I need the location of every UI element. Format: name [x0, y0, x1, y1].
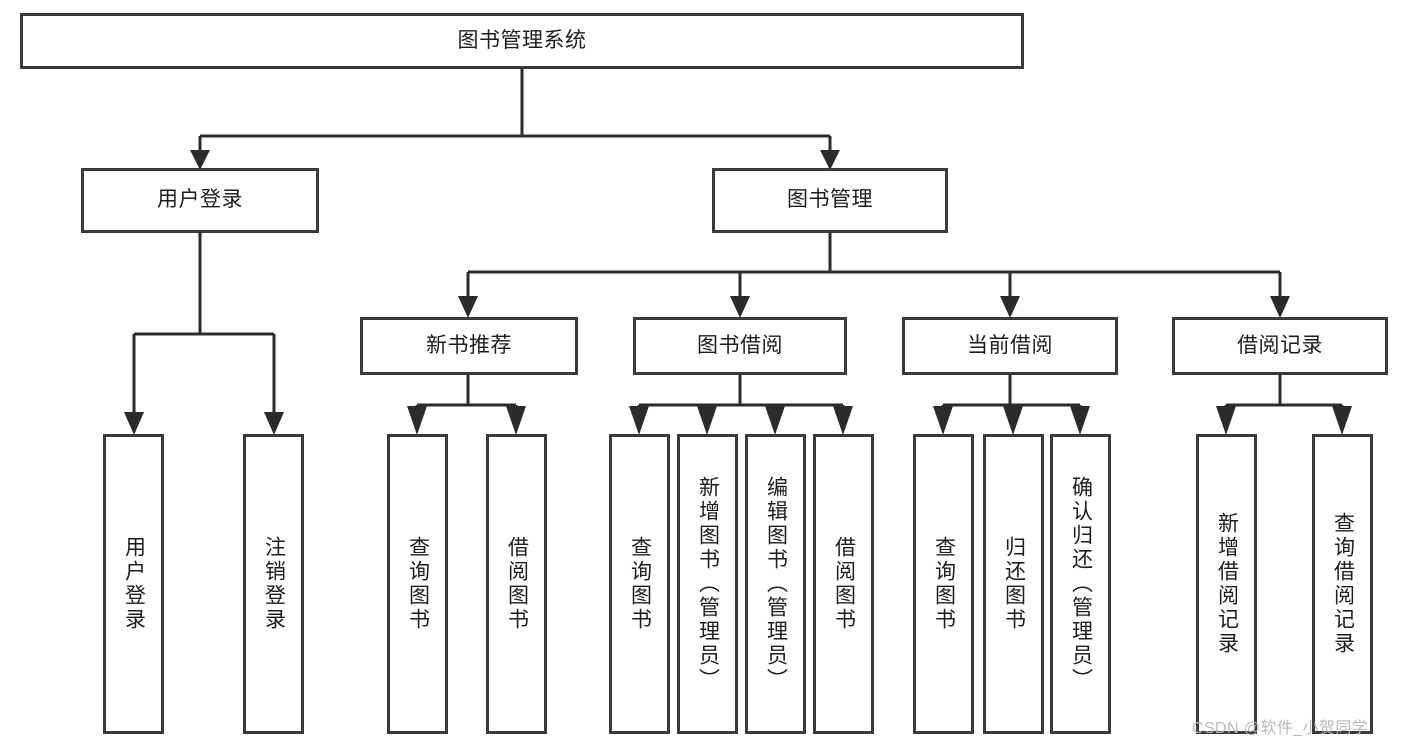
connector-new-book-recommend-to-leaves — [407, 374, 526, 435]
node-box-user-login[interactable] — [81, 168, 319, 233]
node-box-leaf-query-record[interactable] — [1312, 434, 1373, 734]
node-box-leaf-borrow-book-2[interactable] — [813, 434, 874, 734]
node-box-leaf-add-record[interactable] — [1196, 434, 1257, 734]
connector-root-to-level1 — [190, 68, 840, 170]
connector-borrow-record-to-leaves — [1216, 374, 1352, 435]
connector-current-borrow-to-leaves — [933, 374, 1090, 435]
node-box-leaf-edit-book[interactable] — [745, 434, 806, 734]
connector-book-manage-to-level2 — [458, 232, 1290, 318]
node-box-book-manage[interactable] — [712, 168, 948, 233]
node-box-root[interactable] — [20, 13, 1024, 69]
node-box-leaf-query-book-3[interactable] — [913, 434, 974, 734]
node-box-book-borrow[interactable] — [633, 317, 847, 375]
node-box-leaf-user-logout[interactable] — [243, 434, 304, 734]
connector-user-login-to-leaves — [124, 232, 284, 435]
node-box-new-book-recommend[interactable] — [360, 317, 578, 375]
node-box-leaf-query-book-2[interactable] — [609, 434, 670, 734]
node-box-leaf-return-book[interactable] — [983, 434, 1044, 734]
node-box-leaf-user-login[interactable] — [103, 434, 164, 734]
node-box-borrow-record[interactable] — [1172, 317, 1388, 375]
watermark-text: CSDN @软件_小贺同学 — [1192, 720, 1369, 737]
node-box-leaf-borrow-book-1[interactable] — [486, 434, 547, 734]
node-box-leaf-confirm-return[interactable] — [1050, 434, 1111, 734]
node-box-leaf-query-book-1[interactable] — [387, 434, 448, 734]
node-box-leaf-add-book[interactable] — [677, 434, 738, 734]
connector-book-borrow-to-leaves — [629, 374, 853, 435]
node-box-current-borrow[interactable] — [902, 317, 1118, 375]
